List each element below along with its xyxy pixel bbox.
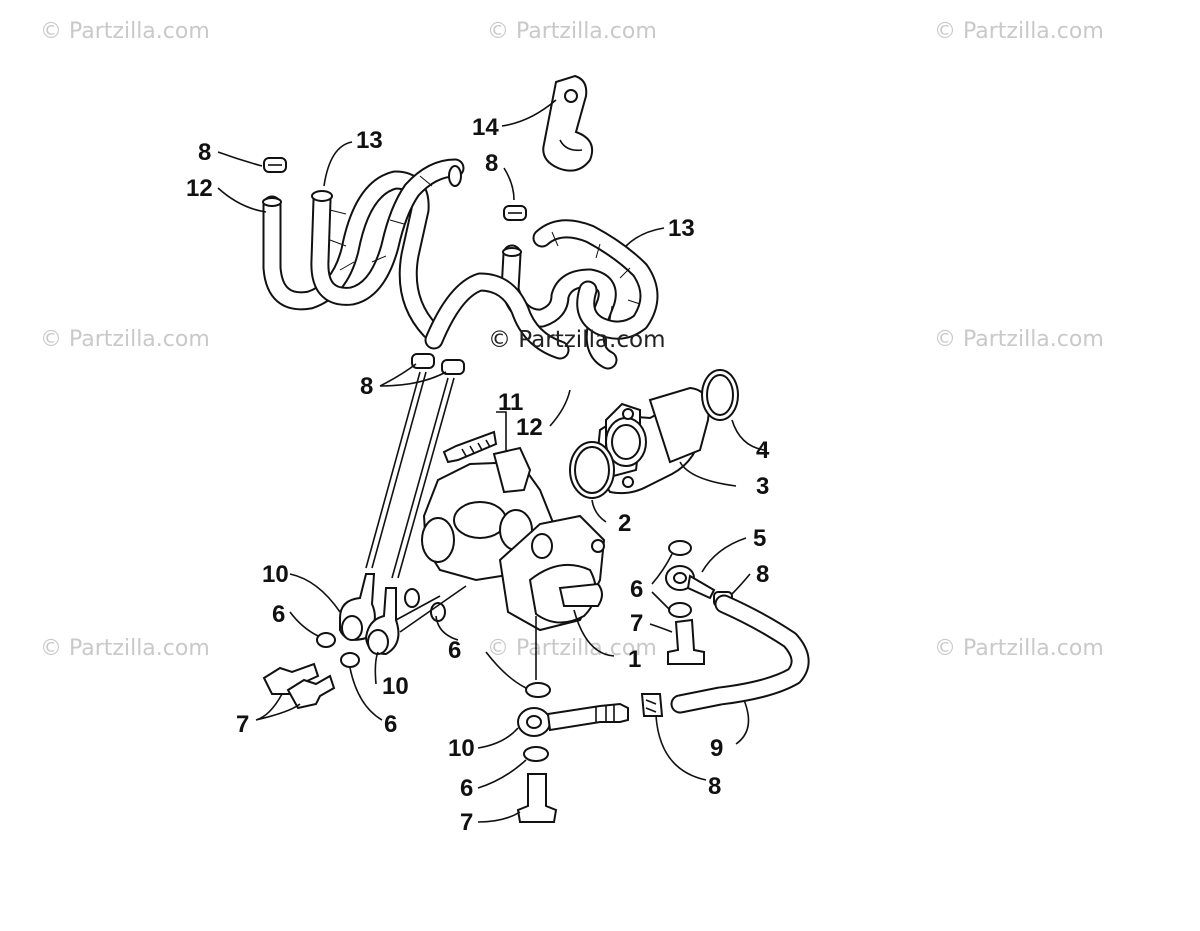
leader-lines: [217, 99, 765, 823]
callout-2[interactable]: 2: [618, 510, 631, 537]
callout-3[interactable]: 3: [756, 473, 769, 500]
watermark-bottom-left: © Partzilla.com: [40, 636, 210, 661]
callout-7-right[interactable]: 7: [630, 610, 643, 637]
upper-left-hoses-drawing: [262, 158, 465, 340]
callout-10-bottom[interactable]: 10: [448, 735, 475, 762]
oil-pump-body-drawing: [421, 446, 606, 680]
clamp-top-center: [503, 205, 527, 221]
clamp-top-left: [263, 157, 287, 173]
callout-12-mid[interactable]: 12: [516, 414, 543, 441]
callout-14[interactable]: 14: [472, 114, 499, 141]
callout-6-bottom[interactable]: 6: [460, 775, 473, 802]
watermark-center: © Partzilla.com: [488, 327, 666, 353]
callout-10-mid[interactable]: 10: [382, 673, 409, 700]
callout-12-top-left[interactable]: 12: [186, 175, 213, 202]
bolts-7-drawing: [262, 618, 705, 823]
bolt-11-drawing: [442, 430, 498, 464]
watermark-mid-right: © Partzilla.com: [934, 327, 1104, 352]
banjo-5-drawing: [665, 565, 716, 600]
callout-9[interactable]: 9: [710, 735, 723, 762]
watermark-mid-left: © Partzilla.com: [40, 327, 210, 352]
callout-8-bottom[interactable]: 8: [708, 773, 721, 800]
watermark-bottom-right: © Partzilla.com: [934, 636, 1104, 661]
callout-6-right[interactable]: 6: [630, 576, 643, 603]
feed-tubes-drawing: [365, 371, 455, 579]
callout-4[interactable]: 4: [756, 437, 770, 464]
callout-8-clamps[interactable]: 8: [360, 373, 373, 400]
watermark-top-center: © Partzilla.com: [487, 19, 657, 44]
callout-13-top[interactable]: 13: [356, 127, 383, 154]
watermark-top-left: © Partzilla.com: [40, 19, 210, 44]
callout-11[interactable]: 11: [498, 389, 523, 416]
callout-labels: 14 13 8 12 8 13 8 11 12 4 3 2 5 6 8 7 1 …: [186, 114, 770, 836]
callout-8-right[interactable]: 8: [756, 561, 769, 588]
callout-8-top-center[interactable]: 8: [485, 150, 498, 177]
lower-banjo-drawing: [517, 702, 629, 737]
watermark-bottom-center: © Partzilla.com: [487, 636, 657, 661]
callout-5[interactable]: 5: [753, 525, 766, 552]
bracket-clip-drawing: [542, 74, 594, 172]
callout-7-left[interactable]: 7: [236, 711, 249, 738]
clamp-pair-left: [411, 353, 465, 375]
watermark-top-right: © Partzilla.com: [934, 19, 1104, 44]
upper-right-hoses-drawing: [424, 219, 659, 370]
center-watermark: © Partzilla.com: [488, 327, 666, 353]
hose-9-drawing: [670, 594, 810, 714]
callout-6-lower-left[interactable]: 6: [384, 711, 397, 738]
callout-6-mid[interactable]: 6: [448, 637, 461, 664]
callout-7-bottom[interactable]: 7: [460, 809, 473, 836]
callout-10-left[interactable]: 10: [262, 561, 289, 588]
callout-8-top-left[interactable]: 8: [198, 139, 211, 166]
washers-drawing: [316, 540, 692, 762]
callout-6-left[interactable]: 6: [272, 601, 285, 628]
callout-1[interactable]: 1: [628, 646, 641, 673]
clamp-lower: [640, 693, 664, 717]
pump-housing-drawing: [569, 369, 739, 499]
callout-13-right[interactable]: 13: [668, 215, 695, 242]
left-banjo-fittings-drawing: [339, 573, 467, 656]
watermark-layer: © Partzilla.com © Partzilla.com © Partzi…: [40, 19, 1104, 661]
